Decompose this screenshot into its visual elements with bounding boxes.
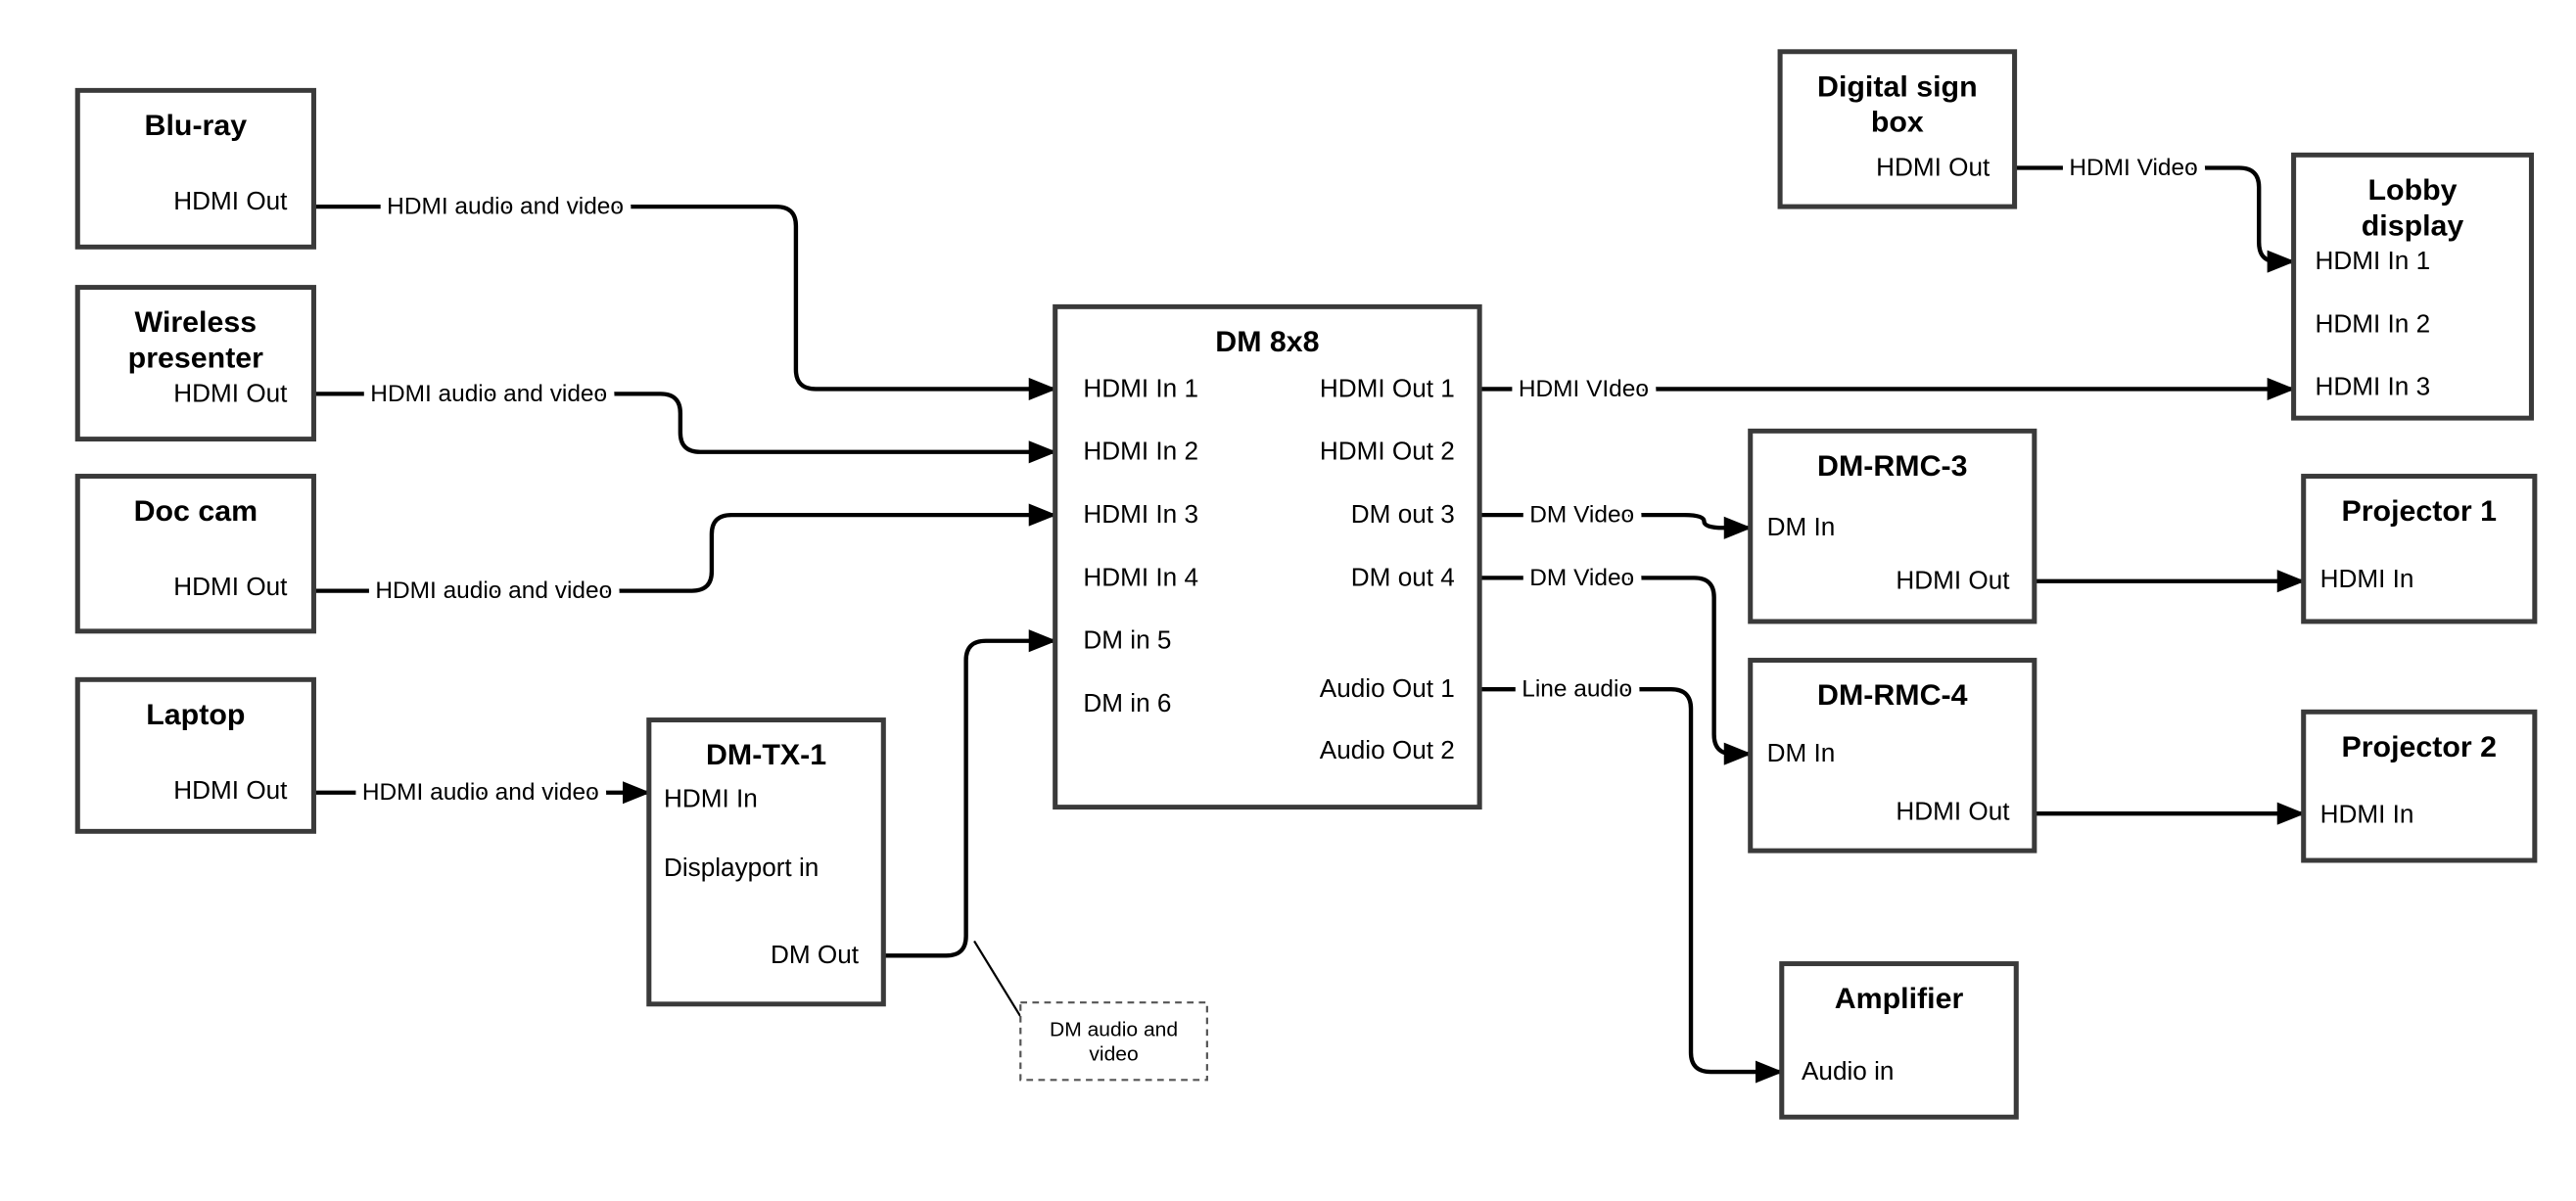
node-box-laptop bbox=[74, 676, 316, 834]
edge-label-dm8x8-out4-to-rmc4: DM Video bbox=[1529, 565, 1634, 591]
edge-label-dm8x8-out3-to-rmc3: DM Video bbox=[1529, 502, 1634, 529]
node-box-lobby-display bbox=[2291, 152, 2534, 421]
node-title-dm-8x8: DM 8x8 bbox=[1215, 326, 1319, 358]
port-label-doc-cam-hdmi-out: HDMI Out bbox=[173, 574, 287, 601]
node-box-blu-ray bbox=[74, 87, 316, 250]
edge-dm8x8-audio1-to-amplifier bbox=[1479, 687, 1784, 1084]
node-title-digital-sign-box-line-2: box bbox=[1871, 107, 1924, 139]
port-label-dm-8x8-hdmi-out-2: HDMI Out 2 bbox=[1320, 439, 1455, 466]
node-box-dm-rmc-4 bbox=[1748, 658, 2037, 854]
node-dm-rmc-3: DM-RMC-3 DM In HDMI Out bbox=[1748, 428, 2037, 624]
node-dm-rmc-4: DM-RMC-4 DM In HDMI Out bbox=[1748, 658, 2037, 854]
port-label-blu-ray-hdmi-out: HDMI Out bbox=[173, 188, 287, 215]
node-title-projector-1: Projector 1 bbox=[2342, 495, 2498, 528]
edge-label-blu-ray-to-dm8x8-in1: HDMI audio and video bbox=[387, 194, 624, 220]
port-label-dm-rmc-4-hdmi-out: HDMI Out bbox=[1896, 799, 2009, 826]
node-title-blu-ray: Blu-ray bbox=[145, 110, 248, 142]
node-box-dm-rmc-3 bbox=[1748, 428, 2037, 624]
port-label-dm-rmc-3-hdmi-out: HDMI Out bbox=[1896, 568, 2009, 595]
node-box-projector-1 bbox=[2301, 474, 2538, 624]
port-label-dm-rmc-4-dm-in: DM In bbox=[1767, 740, 1836, 767]
port-label-dm-8x8-audio-out-1: Audio Out 1 bbox=[1320, 675, 1455, 703]
edge-label-digital-sign-to-lobby-in1: HDMI Video bbox=[2069, 155, 2197, 181]
node-title-digital-sign-box-line-1: Digital sign bbox=[1817, 71, 1978, 104]
node-title-doc-cam: Doc cam bbox=[134, 495, 258, 528]
edge-dm-tx-1-to-dm8x8-in5 bbox=[883, 629, 1057, 958]
port-label-dm-8x8-dm-in-6: DM in 6 bbox=[1083, 690, 1171, 717]
port-label-digital-sign-box-hdmi-out: HDMI Out bbox=[1876, 155, 1990, 182]
port-label-dm-rmc-3-dm-in: DM In bbox=[1767, 514, 1836, 541]
port-label-dm-8x8-dm-out-4: DM out 4 bbox=[1351, 565, 1455, 592]
node-box-digital-sign-box bbox=[1777, 49, 2018, 209]
node-box-projector-2 bbox=[2301, 709, 2538, 863]
edge-label-laptop-to-dm-tx-1: HDMI audio and video bbox=[362, 779, 599, 806]
port-label-dm-8x8-audio-out-2: Audio Out 2 bbox=[1320, 737, 1455, 764]
node-box-amplifier bbox=[1779, 961, 2019, 1120]
node-projector-2: Projector 2 HDMI In bbox=[2301, 709, 2538, 863]
port-label-lobby-display-hdmi-in-2: HDMI In 2 bbox=[2316, 311, 2431, 339]
edge-dm8x8-out4-to-rmc4 bbox=[1479, 576, 1753, 765]
node-title-dm-rmc-3: DM-RMC-3 bbox=[1817, 450, 1967, 483]
port-label-dm-8x8-hdmi-in-3: HDMI In 3 bbox=[1083, 501, 1198, 529]
port-label-lobby-display-hdmi-in-1: HDMI In 1 bbox=[2316, 248, 2431, 275]
port-label-dm-8x8-hdmi-in-4: HDMI In 4 bbox=[1083, 565, 1198, 592]
port-label-projector-2-hdmi-in: HDMI In bbox=[2320, 802, 2414, 829]
port-label-dm-8x8-hdmi-out-1: HDMI Out 1 bbox=[1320, 376, 1455, 403]
port-label-dm-tx-1-displayport-in: Displayport in bbox=[664, 855, 819, 882]
node-projector-1: Projector 1 HDMI In bbox=[2301, 474, 2538, 624]
node-box-wireless-presenter bbox=[74, 285, 316, 442]
node-title-projector-2: Projector 2 bbox=[2342, 731, 2498, 763]
port-label-projector-1-hdmi-in: HDMI In bbox=[2320, 566, 2414, 593]
port-label-dm-8x8-dm-out-3: DM out 3 bbox=[1351, 501, 1455, 529]
node-box-dm-8x8 bbox=[1053, 303, 1482, 810]
port-label-dm-8x8-hdmi-in-1: HDMI In 1 bbox=[1083, 376, 1198, 403]
edge-digital-sign-to-lobby-in1 bbox=[2014, 165, 2296, 273]
edge-blu-ray-to-dm8x8-in1 bbox=[313, 204, 1057, 400]
port-label-laptop-hdmi-out: HDMI Out bbox=[173, 777, 287, 805]
node-title-lobby-display-line-1: Lobby bbox=[2368, 174, 2458, 207]
edge-dm8x8-out3-to-rmc3 bbox=[1479, 512, 1753, 539]
callout-leader-line bbox=[973, 940, 1025, 1023]
port-label-lobby-display-hdmi-in-3: HDMI In 3 bbox=[2316, 374, 2431, 401]
node-box-dm-tx-1 bbox=[646, 717, 886, 1007]
node-box-doc-cam bbox=[74, 474, 316, 634]
port-label-dm-tx-1-dm-out: DM Out bbox=[771, 942, 859, 969]
edge-doc-cam-to-dm8x8-in3 bbox=[313, 503, 1057, 593]
callout-text-dm-audio-and-video-line-2: video bbox=[1089, 1043, 1138, 1066]
port-label-wireless-presenter-hdmi-out: HDMI Out bbox=[173, 381, 287, 408]
port-label-dm-8x8-hdmi-in-2: HDMI In 2 bbox=[1083, 439, 1198, 466]
edge-label-wireless-to-dm8x8-in2: HDMI audio and video bbox=[370, 381, 607, 407]
callout-box-dm-audio-and-video bbox=[1019, 1001, 1208, 1082]
edge-label-doc-cam-to-dm8x8-in3: HDMI audio and video bbox=[375, 577, 612, 604]
node-title-lobby-display-line-2: display bbox=[2362, 210, 2464, 243]
port-label-amplifier-audio-in: Audio in bbox=[1802, 1058, 1894, 1086]
node-title-amplifier: Amplifier bbox=[1835, 984, 1964, 1016]
edge-wireless-to-dm8x8-in2 bbox=[313, 392, 1057, 464]
edge-label-dm8x8-out1-to-lobby-in3: HDMI VIdeo bbox=[1519, 376, 1649, 402]
callout-text-dm-audio-and-video-line-1: DM audio and bbox=[1050, 1019, 1178, 1041]
node-title-dm-tx-1: DM-TX-1 bbox=[706, 740, 826, 772]
node-title-wireless-presenter-line-1: Wireless bbox=[135, 307, 258, 340]
edges-layer bbox=[313, 165, 2306, 1084]
edge-label-dm8x8-audio1-to-amplifier: Line audio bbox=[1522, 676, 1632, 703]
port-label-dm-tx-1-hdmi-in: HDMI In bbox=[664, 786, 758, 813]
node-title-wireless-presenter-line-2: presenter bbox=[128, 343, 264, 375]
port-label-dm-8x8-dm-in-5: DM in 5 bbox=[1083, 627, 1171, 655]
node-title-dm-rmc-4: DM-RMC-4 bbox=[1817, 679, 1968, 712]
node-title-laptop: Laptop bbox=[146, 699, 245, 731]
